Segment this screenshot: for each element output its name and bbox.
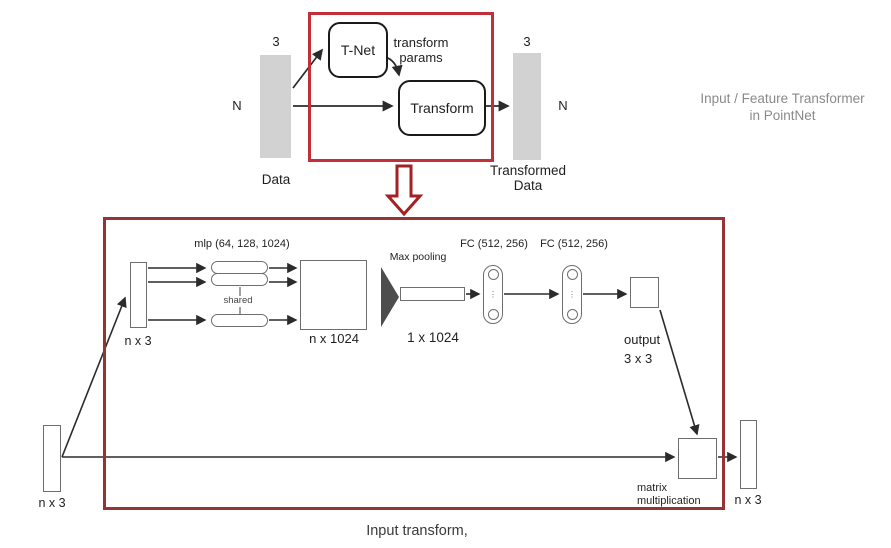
mlp-label: mlp (64, 128, 1024): [194, 238, 290, 250]
output-matrix-label: output 3 x 3: [624, 330, 684, 368]
detail-input-bar: [130, 262, 147, 328]
outer-output-label: n x 3: [734, 493, 762, 507]
output-data-bar: [513, 53, 541, 160]
transform-box-label: Transform: [410, 100, 474, 116]
side-note-line2: in PointNet: [749, 108, 816, 123]
fc1-ellipsis-icon: ⋮: [489, 289, 497, 299]
matmul-square: [678, 438, 717, 479]
transform-params-line1: transform: [393, 35, 449, 50]
fc1-layer: ⋮: [483, 265, 503, 324]
arrow-data-to-tnet: [292, 48, 324, 89]
feature-matrix-square: [300, 260, 367, 330]
maxpool-triangle: [381, 267, 399, 327]
figure-caption: Input transform,: [366, 523, 468, 539]
matmul-line1: matrix: [637, 482, 667, 494]
tnet-box-label: T-Net: [340, 42, 376, 58]
transform-params-label: transform params: [388, 35, 454, 66]
mlp-capsule-3: [211, 314, 268, 327]
input-data-label: Data: [261, 172, 291, 187]
input-data-bar: [260, 55, 291, 158]
feature-matrix-label: n x 1024: [309, 331, 359, 346]
outer-input-label: n x 3: [38, 496, 66, 510]
output-matrix-line1: output: [624, 332, 661, 347]
detail-input-bar-label: n x 3: [124, 334, 152, 348]
transformed-data-line1: Transformed: [489, 163, 567, 178]
transformed-data-line2: Data: [513, 178, 543, 193]
transformer-highlight-box: [308, 12, 494, 162]
transform-params-line2: params: [399, 49, 443, 65]
arrow-outerin-to-bar: [61, 296, 127, 458]
fc2-ellipsis-icon: ⋮: [568, 289, 576, 299]
transformed-data-label: Transformed Data: [485, 163, 571, 193]
fc2-top-node-icon: [566, 269, 578, 280]
pooled-vector-rect: [400, 287, 465, 301]
shared-label: shared: [217, 295, 259, 307]
side-note: Input / Feature Transformer in PointNet: [680, 90, 885, 124]
tnet-box: T-Net: [328, 22, 388, 78]
fc2-layer: ⋮: [562, 265, 582, 324]
maxpool-label: Max pooling: [389, 251, 447, 263]
fc1-bottom-node-icon: [487, 309, 499, 320]
matmul-line2: multiplication: [637, 495, 701, 507]
input-dim-label: 3: [272, 34, 280, 49]
output-matrix-square: [630, 277, 659, 308]
arrow-output-to-matmul: [659, 309, 700, 436]
input-n-label: N: [232, 98, 242, 113]
transform-box: Transform: [398, 80, 486, 136]
output-n-label: N: [558, 98, 568, 113]
matmul-label: matrix multiplication: [637, 482, 713, 508]
fc2-label: FC (512, 256): [540, 238, 608, 250]
mlp-capsule-2: [211, 273, 268, 286]
pooled-vector-label: 1 x 1024: [407, 330, 459, 345]
outer-input-bar: [43, 425, 61, 492]
expand-block-arrow: [384, 164, 424, 217]
tnet-detail-box: [103, 217, 725, 510]
fc1-top-node-icon: [487, 269, 499, 280]
outer-output-bar: [740, 420, 757, 489]
fc1-label: FC (512, 256): [460, 238, 528, 250]
fc2-bottom-node-icon: [566, 309, 578, 320]
output-matrix-line2: 3 x 3: [624, 351, 653, 366]
output-dim-label: 3: [523, 34, 531, 49]
side-note-line1: Input / Feature Transformer: [700, 91, 865, 106]
